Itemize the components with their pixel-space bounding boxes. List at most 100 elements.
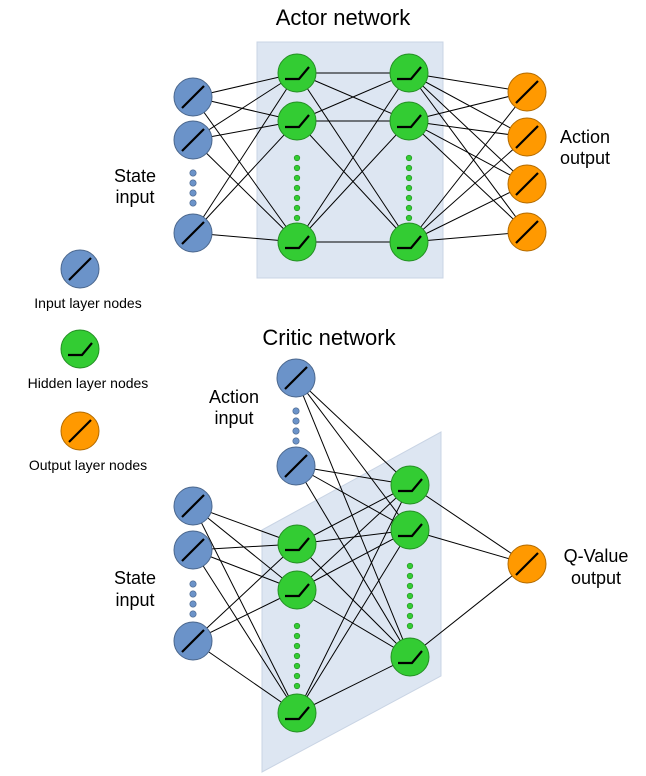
- connection-edge: [408, 72, 528, 93]
- actor-hidden1-node: [277, 101, 317, 141]
- legend-hidden-node-icon: [60, 329, 100, 369]
- connection-edge: [296, 120, 410, 243]
- critic-hidden1-ellipsis-dot: [293, 672, 301, 680]
- actor-hidden2-ellipsis-dot: [405, 154, 413, 162]
- actor-title: Actor network: [276, 5, 411, 30]
- legend-output-label: Output layer nodes: [29, 457, 147, 473]
- connection-edge: [295, 377, 411, 486]
- actor-hidden2-ellipsis-dot: [405, 194, 413, 202]
- legend-output-node-icon: [60, 411, 100, 451]
- critic-hidden2-ellipsis-dot: [406, 612, 414, 620]
- connection-edge: [409, 529, 528, 565]
- actor-hidden2-ellipsis-dot: [405, 204, 413, 212]
- actor-hidden1-node: [277, 222, 317, 262]
- critic-state-input-label-line2: input: [115, 590, 154, 610]
- connection-edge: [192, 505, 298, 591]
- actor-output-node: [507, 212, 547, 252]
- critic-hidden2-ellipsis-dot: [406, 562, 414, 570]
- connection-edge: [295, 465, 411, 658]
- critic-hidden2-ellipsis-dot: [406, 572, 414, 580]
- actor-hidden1-ellipsis-dot: [293, 204, 301, 212]
- critic-hidden2-ellipsis-dot: [406, 602, 414, 610]
- critic-hidden1-node: [277, 570, 317, 610]
- actor-hidden1-node: [277, 53, 317, 93]
- connection-edge: [295, 377, 411, 658]
- q-value-output-label-line1: Q-Value: [564, 546, 629, 566]
- critic-action-ellipsis-dot: [292, 417, 300, 425]
- connection-edge: [192, 549, 298, 714]
- critic-state-ellipsis-dot: [189, 610, 197, 618]
- critic-action-input-label-line2: input: [214, 408, 253, 428]
- actor-output-node: [507, 72, 547, 112]
- critic-state-input-node: [173, 486, 213, 526]
- actor-input-node: [173, 213, 213, 253]
- actor-input-ellipsis-dot: [189, 169, 197, 177]
- connection-edge: [192, 139, 298, 243]
- actor-hidden2-ellipsis-dot: [405, 174, 413, 182]
- actor-hidden1-ellipsis-dot: [293, 194, 301, 202]
- connection-edge: [408, 120, 528, 185]
- actor-hidden2-ellipsis-dot: [405, 184, 413, 192]
- connection-edge: [408, 91, 528, 122]
- connection-edge: [192, 640, 298, 714]
- actor-hidden2-ellipsis-dot: [405, 214, 413, 222]
- critic-action-ellipsis-dot: [292, 407, 300, 415]
- actor-state-input-label-line2: input: [115, 187, 154, 207]
- critic-hidden1-node: [277, 524, 317, 564]
- connection-edge: [296, 529, 411, 714]
- actor-hidden2-node: [389, 101, 429, 141]
- critic-state-ellipsis-dot: [189, 580, 197, 588]
- connection-edge: [296, 543, 411, 658]
- connection-edge: [295, 377, 411, 531]
- actor-hidden1-ellipsis-dot: [293, 184, 301, 192]
- connection-edge: [192, 120, 298, 234]
- connection-edge: [408, 72, 528, 138]
- actor-input-node: [173, 120, 213, 160]
- critic-hidden2-ellipsis-dot: [406, 582, 414, 590]
- actor-hidden1-ellipsis-dot: [293, 174, 301, 182]
- connection-edge: [192, 72, 298, 141]
- actor-hidden2-ellipsis-dot: [405, 164, 413, 172]
- critic-state-ellipsis-dot: [189, 590, 197, 598]
- critic-title: Critic network: [262, 325, 396, 350]
- connection-edge: [296, 589, 411, 658]
- legend-hidden-label: Hidden layer nodes: [28, 375, 149, 391]
- connection-edge: [192, 543, 298, 642]
- connection-edge: [192, 72, 298, 234]
- critic-hidden1-ellipsis-dot: [293, 662, 301, 670]
- critic-hidden2-node: [390, 637, 430, 677]
- critic-state-input-node: [173, 530, 213, 570]
- critic-hidden1-node: [277, 693, 317, 733]
- action-output-label-line1: Action: [560, 127, 610, 147]
- connection-edge: [409, 563, 528, 658]
- critic-hidden1-ellipsis-dot: [293, 642, 301, 650]
- connection-edge: [408, 231, 528, 243]
- connection-edge: [408, 120, 528, 233]
- actor-hidden2-node: [389, 53, 429, 93]
- actor-hidden1-ellipsis-dot: [293, 214, 301, 222]
- connection-edge: [296, 72, 410, 122]
- critic-action-input-node: [276, 358, 316, 398]
- critic-hidden1-ellipsis-dot: [293, 682, 301, 690]
- critic-action-input-node: [276, 446, 316, 486]
- critic-hidden2-ellipsis-dot: [406, 622, 414, 630]
- actor-output-node: [507, 117, 547, 157]
- q-value-output-label-line2: output: [571, 568, 621, 588]
- actor-hidden1-ellipsis-dot: [293, 164, 301, 172]
- connection-edge: [192, 96, 298, 243]
- critic-hidden1-ellipsis-dot: [293, 622, 301, 630]
- action-output-label-line2: output: [560, 148, 610, 168]
- connection-edge: [296, 484, 411, 714]
- critic-state-ellipsis-dot: [189, 600, 197, 608]
- critic-action-input-label-line1: Action: [209, 387, 259, 407]
- connection-edge: [296, 656, 411, 714]
- connection-edge: [296, 72, 410, 243]
- actor-output-node: [507, 164, 547, 204]
- connection-edge: [296, 484, 411, 591]
- connection-edge: [408, 136, 528, 243]
- connection-edge: [409, 484, 528, 565]
- critic-hidden1-ellipsis-dot: [293, 632, 301, 640]
- critic-hidden1-ellipsis-dot: [293, 652, 301, 660]
- connection-edge: [408, 91, 528, 243]
